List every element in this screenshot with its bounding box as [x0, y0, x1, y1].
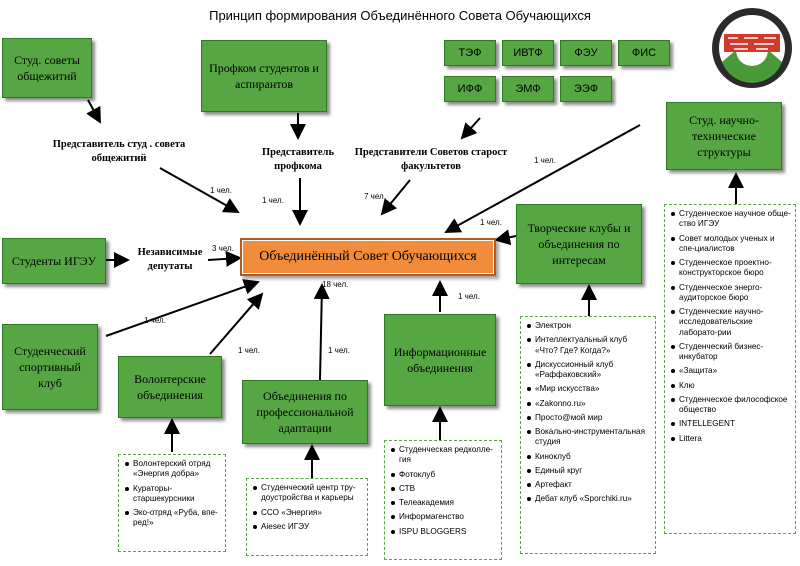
box-students: Студенты ИГЭУ: [2, 238, 106, 284]
list-item: Дискуссионный клуб «Раффаковский»: [527, 360, 651, 381]
list-item: Артефакт: [527, 480, 651, 490]
list-info: Студенческая редколле-гия Фотоклуб СТВ Т…: [384, 440, 502, 560]
list-prof-adaptation: Студенческий центр тру-доустройства и ка…: [246, 478, 368, 556]
faculty-feu: ФЭУ: [560, 40, 612, 66]
list-item: Студенческий центр тру-доустройства и ка…: [253, 483, 363, 504]
list-item: Кураторы-старшекурсники: [125, 484, 221, 505]
list-item: Фотоклуб: [391, 470, 497, 480]
list-item: Электрон: [527, 321, 651, 331]
list-item: СТВ: [391, 484, 497, 494]
arrow-prof-to-center: [313, 283, 330, 381]
box-trade-union: Профком студентов и аспирантов: [201, 40, 327, 112]
box-council-center: Объединённый Совет Обучающихся: [240, 238, 496, 276]
arrow-science-to-center: [444, 124, 641, 233]
count-center: 18 чел.: [322, 280, 349, 289]
list-item: Киноклуб: [527, 452, 651, 462]
label-faculty-rep: Представители Советов старост факультето…: [354, 147, 508, 172]
count-volunteer: 1 чел.: [238, 346, 260, 355]
list-item: Студенческое проектно-конструкторское бю…: [671, 258, 791, 279]
count-sport: 1 чел.: [144, 316, 166, 325]
box-info: Информационные объединения: [384, 314, 496, 406]
list-item: Студенческий бизнес-инкубатор: [671, 342, 791, 363]
list-item: Эко-отряд «Руба, впе-ред!»: [125, 508, 221, 529]
box-creative-clubs: Творческие клубы и объединения по интере…: [516, 204, 642, 284]
list-item: Совет молодых ученых и спе-циалистов: [671, 234, 791, 255]
list-item: Студенческие научно-исследовательские ла…: [671, 307, 791, 338]
list-item: Телеакадемия: [391, 498, 497, 508]
count-faculty: 7 чел.: [364, 192, 386, 201]
box-science-structures: Студ. научно-технические структуры: [666, 102, 782, 170]
page-title: Принцип формирования Объединённого Совет…: [209, 8, 591, 23]
arrow-sport-to-center: [105, 279, 260, 337]
list-item: Дебат клуб «Sporchiki.ru»: [527, 494, 651, 504]
list-creative-clubs: Электрон Интеллектуальный клуб «Что? Где…: [520, 316, 656, 554]
box-dorm-councils: Студ. советы общежитий: [2, 38, 92, 98]
faculty-tef: ТЭФ: [444, 40, 496, 66]
faculty-ivtf: ИВТФ: [502, 40, 554, 66]
list-science: Студенческое научное обще-ство ИГЭУ Сове…: [664, 204, 796, 534]
list-item: Клю: [671, 381, 791, 391]
list-item: INTELLEGENT: [671, 419, 791, 429]
list-item: Волонтерский отряд «Энергия добра»: [125, 459, 221, 480]
arrow-dorm-to-rep: [86, 99, 101, 124]
box-volunteer: Волонтерские объединения: [118, 356, 222, 418]
label-union-rep: Представитель профкома: [261, 147, 335, 172]
arrow-indep-to-center: [207, 250, 242, 267]
list-item: Информагенство: [391, 512, 497, 522]
list-item: Студенческая редколле-гия: [391, 445, 497, 466]
label-independent: Независимые депутаты: [137, 247, 203, 272]
count-union: 1 чел.: [262, 196, 284, 205]
count-science: 1 чел.: [534, 156, 556, 165]
list-item: ISPU BLOGGERS: [391, 527, 497, 537]
faculty-emf: ЭМФ: [502, 76, 554, 102]
list-volunteer: Волонтерский отряд «Энергия добра» Курат…: [118, 454, 226, 552]
count-prof: 1 чел.: [328, 346, 350, 355]
faculty-fis: ФИС: [618, 40, 670, 66]
arrow-volunteer-to-center: [209, 292, 264, 355]
label-dorm-rep: Представитель студ . совета общежитий: [52, 139, 186, 164]
arrow-clubs-to-center: [494, 229, 517, 246]
faculty-eef: ЭЭФ: [560, 76, 612, 102]
arrow-fac-rep-to-center: [380, 179, 411, 216]
list-item: Студенческое научное обще-ство ИГЭУ: [671, 209, 791, 230]
count-dorm: 1 чел.: [210, 186, 232, 195]
list-item: Студенческое энерго-аудиторское бюро: [671, 283, 791, 304]
faculty-iff: ИФФ: [444, 76, 496, 102]
box-sport-club: Студенческий спортивный клуб: [2, 324, 98, 410]
count-info: 1 чел.: [458, 292, 480, 301]
list-item: Студенческое философское общество: [671, 395, 791, 416]
count-clubs: 1 чел.: [480, 218, 502, 227]
list-item: Интеллектуальный клуб «Что? Где? Когда?»: [527, 335, 651, 356]
list-item: ССО «Энергия»: [253, 508, 363, 518]
arrow-fac-to-rep: [460, 117, 481, 140]
list-item: Единый круг: [527, 466, 651, 476]
list-item: Aiesec ИГЭУ: [253, 522, 363, 532]
list-item: Просто@мой мир: [527, 413, 651, 423]
list-item: Вокально-инструментальная студия: [527, 427, 651, 448]
count-independent: 3 чел.: [212, 244, 234, 253]
arrow-dorm-rep-to-center: [159, 167, 240, 213]
list-item: «Защита»: [671, 366, 791, 376]
list-item: «Zakonno.ru»: [527, 399, 651, 409]
university-logo: [712, 8, 792, 88]
box-prof-adaptation: Объединения по профессиональной адаптаци…: [242, 380, 368, 444]
list-item: Littera: [671, 434, 791, 444]
list-item: «Мир искусства»: [527, 384, 651, 394]
